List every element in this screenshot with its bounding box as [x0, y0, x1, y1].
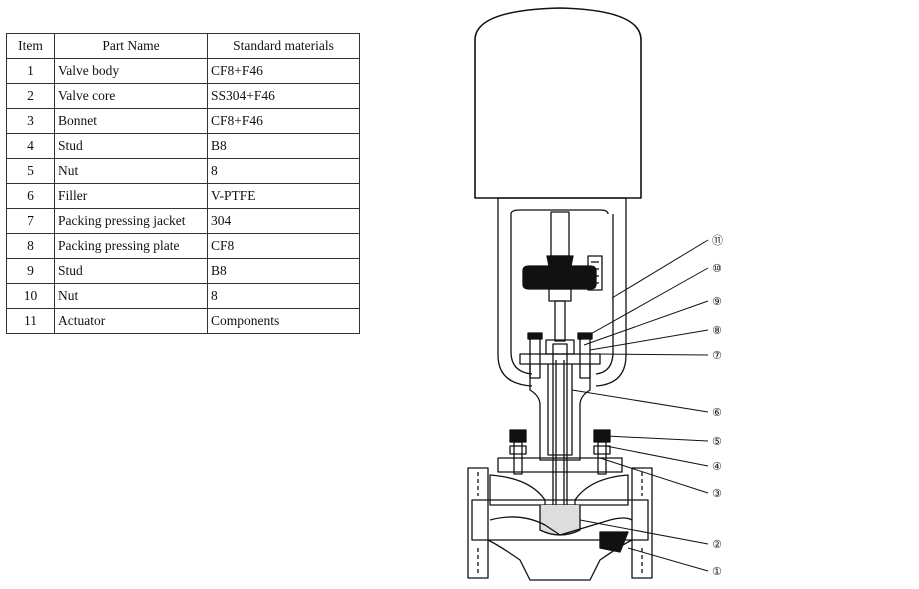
bonnet-top — [519, 332, 601, 379]
callout-11: ⑪ — [712, 234, 723, 247]
cell-part-name: Packing pressing jacket — [54, 208, 208, 234]
cell-material: CF8+F46 — [207, 108, 360, 134]
cell-item: 1 — [6, 58, 55, 84]
cell-part-name: Nut — [54, 158, 208, 184]
callout-labels: ⑪ ⑩ ⑨ ⑧ ⑦ ⑥ ⑤ ④ ③ ② ① — [712, 234, 723, 578]
callout-5: ⑤ — [712, 435, 722, 448]
callout-7: ⑦ — [712, 349, 722, 362]
cell-material: 8 — [207, 283, 360, 309]
valve-body — [467, 467, 653, 581]
cell-part-name: Nut — [54, 283, 208, 309]
cell-item: 4 — [6, 133, 55, 159]
body-studs — [497, 429, 623, 475]
table-header-row: Item Part Name Standard materials — [6, 33, 360, 59]
cell-material: SS304+F46 — [207, 83, 360, 109]
cell-material: Components — [207, 308, 360, 334]
cell-item: 11 — [6, 308, 55, 334]
table-row: 4 Stud B8 — [6, 133, 360, 159]
table-row: 6 Filler V-PTFE — [6, 183, 360, 209]
actuator-housing — [474, 7, 642, 199]
table-row: 2 Valve core SS304+F46 — [6, 83, 360, 109]
cell-material: V-PTFE — [207, 183, 360, 209]
cell-material: B8 — [207, 133, 360, 159]
callout-1: ① — [712, 565, 722, 578]
table-row: 10 Nut 8 — [6, 283, 360, 309]
cell-part-name: Valve core — [54, 83, 208, 109]
cell-material: 304 — [207, 208, 360, 234]
table-row: 11 Actuator Components — [6, 308, 360, 334]
callout-4: ④ — [712, 460, 722, 473]
leader-lines — [571, 239, 709, 572]
callout-8: ⑧ — [712, 324, 722, 337]
cell-part-name: Filler — [54, 183, 208, 209]
bonnet-body — [529, 343, 591, 525]
callout-2: ② — [712, 538, 722, 551]
callout-3: ③ — [712, 487, 722, 500]
parts-table: Item Part Name Standard materials 1 Valv… — [6, 33, 360, 334]
callout-9: ⑨ — [712, 295, 722, 308]
cell-part-name: Actuator — [54, 308, 208, 334]
table-row: 5 Nut 8 — [6, 158, 360, 184]
stem-coupling — [522, 211, 603, 342]
callout-6: ⑥ — [712, 406, 722, 419]
header-part-name: Part Name — [54, 33, 208, 59]
callout-10: ⑩ — [712, 262, 722, 275]
cell-item: 9 — [6, 258, 55, 284]
table-row: 7 Packing pressing jacket 304 — [6, 208, 360, 234]
header-item: Item — [6, 33, 55, 59]
cell-part-name: Bonnet — [54, 108, 208, 134]
cell-item: 10 — [6, 283, 55, 309]
cell-item: 2 — [6, 83, 55, 109]
cell-item: 5 — [6, 158, 55, 184]
cell-part-name: Stud — [54, 258, 208, 284]
table-row: 3 Bonnet CF8+F46 — [6, 108, 360, 134]
table-row: 8 Packing pressing plate CF8 — [6, 233, 360, 259]
cell-part-name: Valve body — [54, 58, 208, 84]
cell-part-name: Stud — [54, 133, 208, 159]
table-row: 1 Valve body CF8+F46 — [6, 58, 360, 84]
yoke-bracket — [497, 197, 627, 387]
